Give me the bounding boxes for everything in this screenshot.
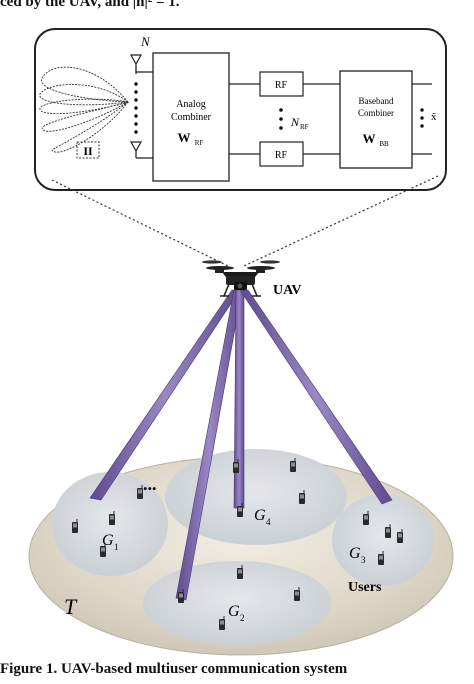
users-label: Users bbox=[348, 580, 382, 595]
user-device-icon bbox=[363, 511, 369, 525]
group-region-4 bbox=[165, 449, 347, 545]
svg-text:RF: RF bbox=[275, 150, 288, 161]
user-devices bbox=[72, 458, 403, 630]
top-text-fragment: ced by the UAV, and |n|² = 1. bbox=[0, 0, 180, 10]
rf-chain-top bbox=[259, 71, 304, 97]
user-device-icon bbox=[137, 485, 143, 499]
baseband-combiner-title-1: Baseband bbox=[359, 96, 394, 106]
user-device-icon bbox=[72, 519, 78, 533]
user-device-icon bbox=[397, 529, 403, 543]
analog-weight-sub: RF bbox=[195, 139, 204, 147]
rf-chain-dots bbox=[279, 108, 283, 130]
group-label-1: G 1 bbox=[102, 532, 119, 552]
user-device-icon bbox=[219, 616, 225, 630]
user-device-icon bbox=[233, 459, 239, 473]
user-device-icon bbox=[385, 524, 391, 538]
analog-combiner-title-1: Analog bbox=[176, 99, 205, 110]
rf-count-sub: RF bbox=[300, 123, 309, 131]
group-label-4: G 4 bbox=[254, 507, 271, 527]
group-label-2: G 2 bbox=[228, 603, 245, 623]
antenna-dots bbox=[134, 82, 138, 134]
svg-text:G: G bbox=[228, 603, 240, 620]
output-signal-label: x̃ bbox=[431, 111, 437, 123]
baseband-combiner-title-2: Combiner bbox=[358, 108, 394, 118]
svg-text:3: 3 bbox=[361, 555, 366, 565]
user-device-icon bbox=[100, 543, 106, 557]
baseband-weight-label: W bbox=[363, 131, 376, 146]
output-dots bbox=[420, 108, 424, 128]
uav-beams bbox=[89, 289, 393, 601]
zoom-lines bbox=[51, 175, 439, 267]
user-device-icon bbox=[237, 565, 243, 579]
beam-pattern bbox=[39, 66, 130, 153]
user-device-icon bbox=[178, 589, 184, 603]
user-device-icon bbox=[109, 511, 115, 525]
svg-text:4: 4 bbox=[266, 517, 271, 527]
analog-combiner-title-2: Combiner bbox=[171, 112, 212, 123]
svg-text:2: 2 bbox=[240, 613, 245, 623]
svg-text:1: 1 bbox=[114, 542, 119, 552]
svg-text:G: G bbox=[349, 545, 361, 562]
antenna-count-label: N bbox=[140, 34, 151, 49]
signal-lines bbox=[229, 83, 432, 155]
figure-caption: Figure 1. UAV-based multiuser communicat… bbox=[0, 661, 348, 677]
analog-weight-label: W bbox=[178, 130, 191, 145]
user-device-icon bbox=[290, 458, 296, 472]
baseband-weight-sub: BB bbox=[379, 140, 389, 148]
group-region-3 bbox=[332, 494, 434, 586]
svg-text:II: II bbox=[83, 144, 93, 158]
user-device-icon bbox=[378, 551, 384, 565]
analog-combiner-block bbox=[152, 52, 230, 182]
user-device-icon bbox=[237, 503, 243, 517]
beam-selector-icon: II bbox=[76, 141, 100, 159]
svg-text:G: G bbox=[102, 532, 114, 549]
rf-chain-bottom bbox=[259, 141, 304, 167]
group-label-3: G 3 bbox=[349, 545, 366, 565]
region-label: T bbox=[64, 594, 78, 619]
svg-text:G: G bbox=[254, 507, 266, 524]
baseband-combiner-block bbox=[339, 70, 413, 169]
uav-drone-icon bbox=[202, 260, 280, 297]
uav-label: UAV bbox=[273, 283, 302, 298]
user-device-icon bbox=[299, 490, 305, 504]
rf-count-label: N bbox=[290, 115, 300, 129]
group-region-2 bbox=[143, 561, 331, 645]
antenna-array bbox=[129, 54, 153, 159]
svg-text:RF: RF bbox=[275, 80, 288, 91]
user-device-icon bbox=[294, 587, 300, 601]
more-groups-ellipsis: ... bbox=[143, 474, 157, 494]
